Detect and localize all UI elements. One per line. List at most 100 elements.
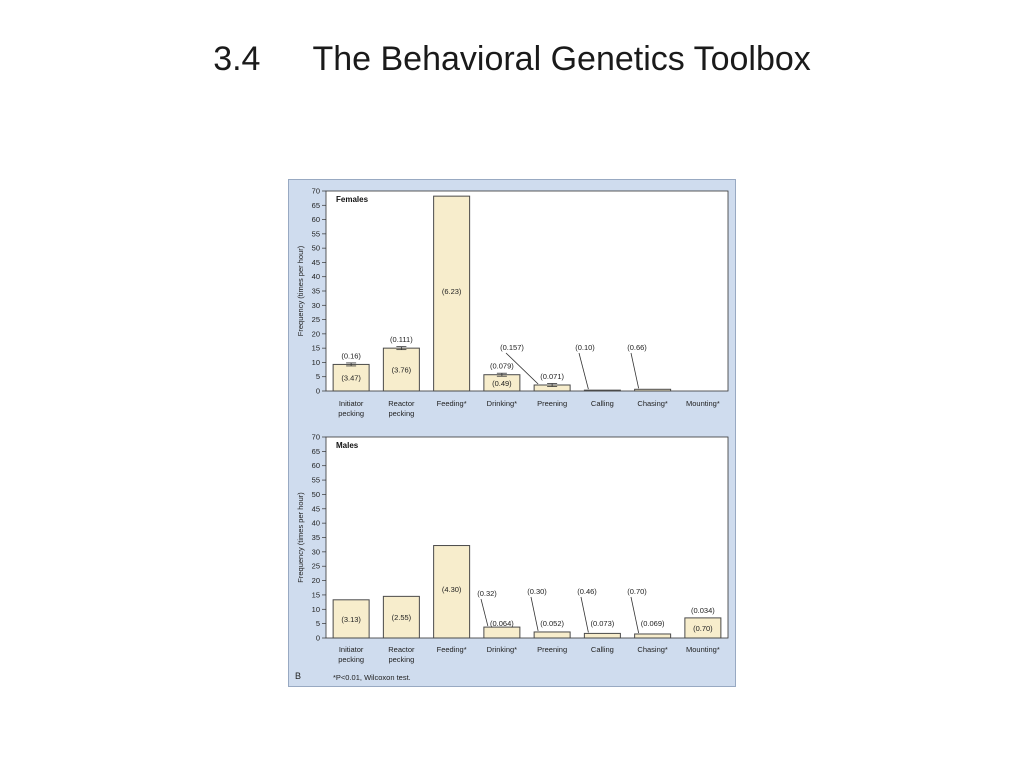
bar [634, 633, 672, 639]
bar-value-label: (2.55) [392, 613, 412, 622]
y-tick-label: 40 [312, 272, 320, 281]
callout-leader [580, 596, 589, 633]
y-tick-label: 25 [312, 562, 320, 571]
y-tick-label: 60 [312, 215, 320, 224]
category-label: Mounting* [686, 399, 720, 408]
bar [483, 626, 521, 639]
slide-title: 3.4 The Behavioral Genetics Toolbox [0, 40, 1024, 79]
slide-title-text: The Behavioral Genetics Toolbox [312, 40, 811, 78]
callout-leader [630, 596, 640, 634]
y-tick-label: 65 [312, 201, 320, 210]
y-tick-label: 65 [312, 447, 320, 456]
error-label: (0.079) [490, 362, 514, 371]
callout-label: (0.157) [500, 343, 524, 352]
y-tick-label: 70 [312, 433, 320, 442]
y-tick-label: 55 [312, 476, 320, 485]
category-label: pecking [338, 409, 364, 418]
y-tick-label: 50 [312, 490, 320, 499]
y-tick-label: 15 [312, 590, 320, 599]
bar-value-label: (0.49) [492, 379, 512, 388]
callout-label: (0.30) [527, 587, 547, 596]
category-label: Feeding* [437, 645, 467, 654]
y-tick-label: 50 [312, 244, 320, 253]
callout-label: (0.10) [575, 343, 595, 352]
category-label: pecking [388, 655, 414, 664]
callout-label: (0.70) [627, 587, 647, 596]
category-label: Initiator [339, 399, 364, 408]
bar [433, 545, 471, 639]
bar [433, 195, 471, 392]
y-tick-label: 70 [312, 187, 320, 196]
bar [332, 599, 370, 639]
bar-top-label: (0.034) [691, 606, 715, 615]
callout-leader [505, 352, 539, 385]
bar [583, 632, 621, 639]
y-tick-label: 10 [312, 358, 320, 367]
y-tick-label: 20 [312, 329, 320, 338]
category-label: Preening [537, 399, 567, 408]
category-label: pecking [388, 409, 414, 418]
category-label: Calling [591, 645, 614, 654]
y-tick-label: 35 [312, 533, 320, 542]
error-label: (0.111) [390, 335, 413, 344]
category-label: Reactor [388, 399, 415, 408]
bar-value-label: (4.30) [442, 585, 462, 594]
y-tick-label: 45 [312, 504, 320, 513]
category-label: Feeding* [437, 399, 467, 408]
category-label: Reactor [388, 645, 415, 654]
y-tick-label: 0 [316, 387, 320, 396]
bar-value-label: (3.47) [341, 374, 361, 383]
callout-leader [630, 352, 640, 389]
bar [382, 347, 420, 392]
y-tick-label: 10 [312, 605, 320, 614]
y-tick-label: 35 [312, 287, 320, 296]
bar [684, 617, 722, 639]
panel-letter: B [295, 671, 301, 681]
bar [533, 631, 571, 639]
bar-value-label: (0.064) [490, 619, 514, 628]
category-label: Drinking* [487, 645, 518, 654]
bar [634, 388, 672, 392]
bar [583, 389, 621, 392]
category-label: Preening [537, 645, 567, 654]
callout-label: (0.32) [477, 589, 497, 598]
callout-label: (0.66) [627, 343, 647, 352]
category-label: Mounting* [686, 645, 720, 654]
bar-value-label: (3.76) [392, 366, 412, 375]
category-label: Calling [591, 399, 614, 408]
callout-leader [530, 596, 539, 632]
y-tick-label: 25 [312, 315, 320, 324]
y-tick-label: 45 [312, 258, 320, 267]
bar-value-label: (0.073) [590, 619, 614, 628]
bar-value-label: (0.069) [641, 619, 665, 628]
category-label: Chasing* [637, 645, 668, 654]
bar-value-label: (0.052) [540, 619, 564, 628]
y-tick-label: 55 [312, 229, 320, 238]
bar-value-label: (6.23) [442, 287, 462, 296]
figure-panel: B *P<0.01, Wilcoxon test. 0 5 10 15 20 25 30 35… [288, 179, 736, 687]
callout-leader [480, 598, 489, 627]
panel-label: Males [336, 441, 359, 450]
y-tick-label: 30 [312, 301, 320, 310]
callout-leader [578, 352, 589, 390]
error-label: (0.16) [341, 351, 361, 360]
y-tick-label: 40 [312, 519, 320, 528]
category-label: pecking [338, 655, 364, 664]
y-tick-label: 5 [316, 619, 320, 628]
slide-number: 3.4 [213, 40, 261, 78]
callout-label: (0.46) [577, 587, 597, 596]
category-label: Chasing* [637, 399, 668, 408]
y-axis-label: Frequency (times per hour) [296, 245, 305, 336]
category-label: Drinking* [487, 399, 518, 408]
footnote: *P<0.01, Wilcoxon test. [333, 673, 411, 682]
y-axis-label: Frequency (times per hour) [296, 492, 305, 583]
y-tick-label: 0 [316, 634, 320, 643]
bar-value-label: (0.70) [693, 624, 713, 633]
category-label: Initiator [339, 645, 364, 654]
panel-label: Females [336, 195, 369, 204]
y-tick-label: 5 [316, 372, 320, 381]
y-tick-label: 60 [312, 461, 320, 470]
bar [382, 595, 420, 639]
y-tick-label: 20 [312, 576, 320, 585]
bar-value-label: (3.13) [341, 615, 361, 624]
